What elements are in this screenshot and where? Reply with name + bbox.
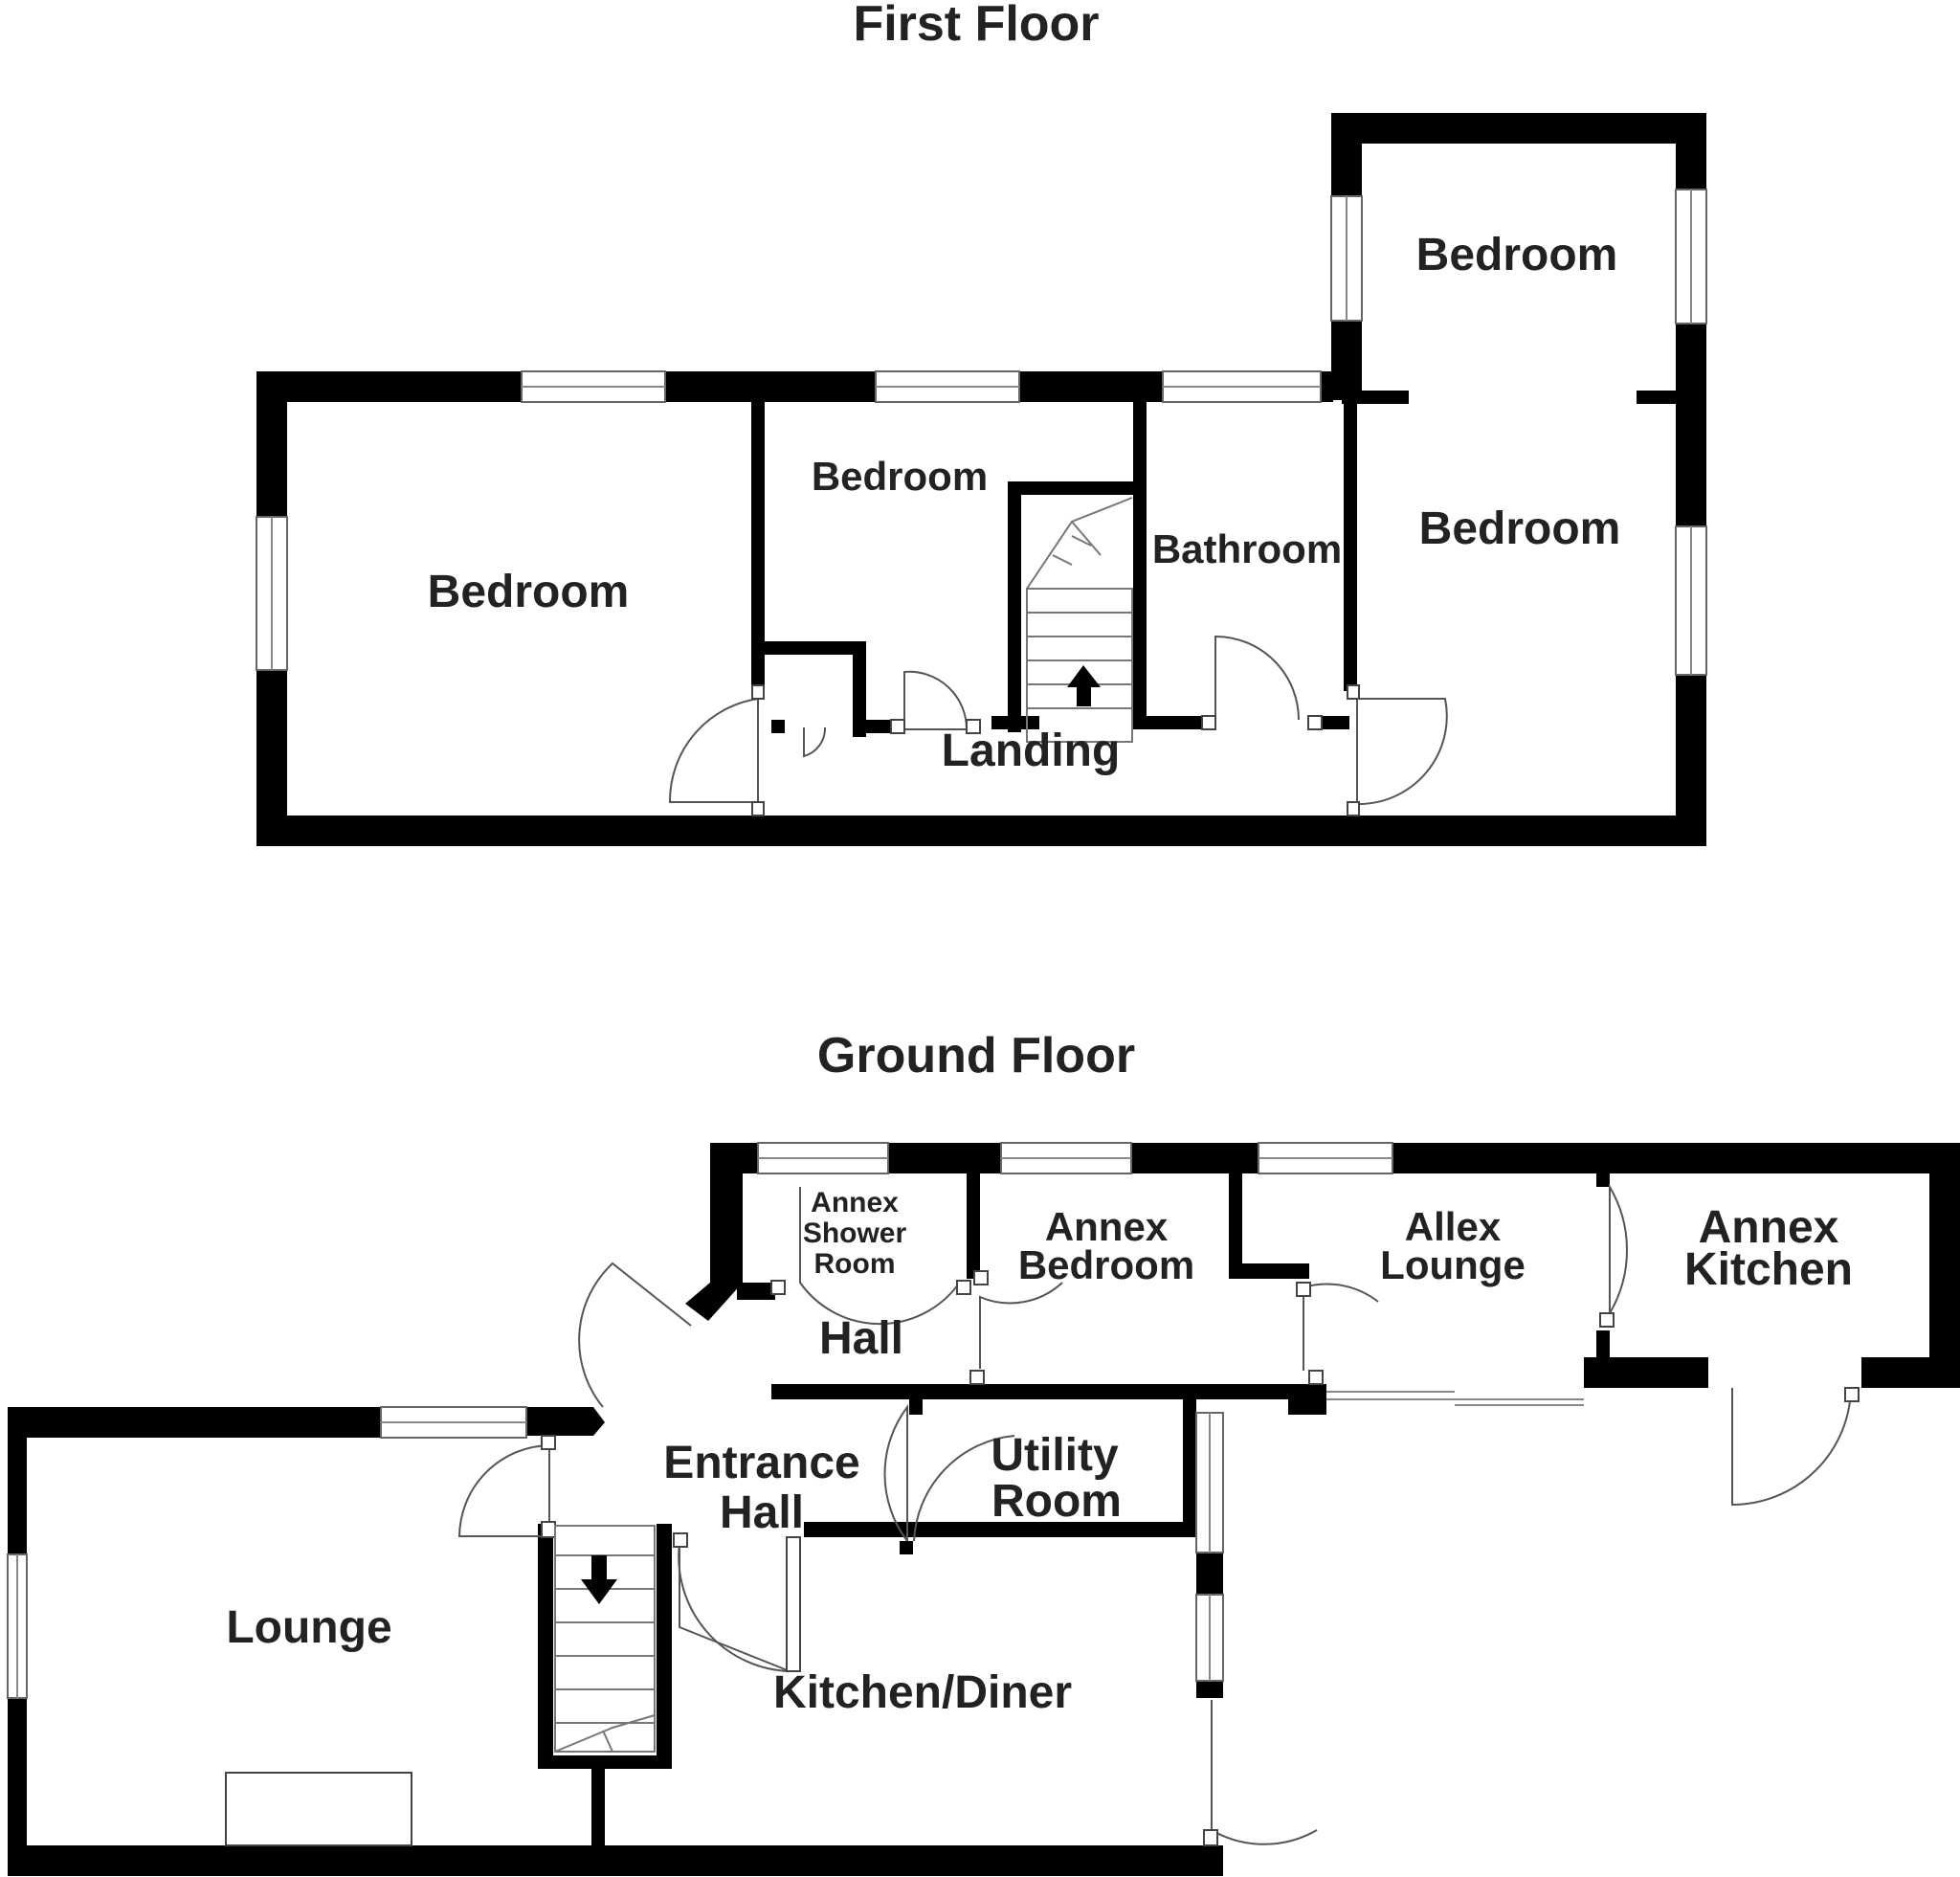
ground-floor: Ground Floor bbox=[7, 1028, 1960, 1876]
room-label-bedroom-3: Bedroom bbox=[1416, 230, 1618, 280]
first-floor-title: First Floor bbox=[853, 0, 1099, 52]
first-floor-stairs bbox=[1026, 497, 1133, 743]
room-label-bedroom-2: Bedroom bbox=[812, 454, 988, 499]
room-label-entrance-hall-line-1: Entrance bbox=[663, 1438, 859, 1488]
room-label-allex-lounge-line-2: Lounge bbox=[1380, 1242, 1526, 1287]
room-label-annex-kitchen-line-1: Annex bbox=[1699, 1202, 1839, 1253]
room-label-allex-lounge: Allex Lounge bbox=[1380, 1204, 1526, 1287]
room-label-utility-room-line-1: Utility bbox=[991, 1430, 1119, 1481]
room-label-annex-shower-room-line-3: Room bbox=[814, 1248, 896, 1280]
ground-floor-walls bbox=[8, 1143, 1960, 1876]
room-label-entrance-hall-line-2: Hall bbox=[720, 1487, 804, 1538]
room-label-lounge: Lounge bbox=[226, 1602, 391, 1653]
room-label-annex-bedroom-line-2: Bedroom bbox=[1018, 1242, 1194, 1287]
room-label-kitchen-diner: Kitchen/Diner bbox=[773, 1667, 1072, 1718]
room-label-bedroom-4: Bedroom bbox=[1419, 503, 1621, 554]
first-floor-windows bbox=[256, 189, 1707, 676]
room-label-annex-bedroom-line-1: Annex bbox=[1045, 1204, 1169, 1249]
room-label-entrance-hall: Entrance Hall bbox=[663, 1438, 859, 1538]
ground-floor-stairs bbox=[554, 1525, 656, 1753]
room-label-annex-bedroom: Annex Bedroom bbox=[1018, 1204, 1194, 1287]
room-label-annex-kitchen-line-2: Kitchen bbox=[1684, 1244, 1853, 1295]
first-floor: First Floor bbox=[256, 0, 1707, 846]
room-label-annex-shower-room: Annex Shower Room bbox=[803, 1187, 907, 1280]
room-label-bedroom-1: Bedroom bbox=[428, 567, 630, 617]
room-label-hall: Hall bbox=[819, 1313, 903, 1364]
room-label-utility-room-line-2: Room bbox=[991, 1476, 1122, 1527]
room-label-landing: Landing bbox=[942, 726, 1121, 776]
first-floor-doors bbox=[668, 635, 1448, 816]
ground-floor-doors bbox=[457, 1183, 1860, 1846]
ground-floor-title: Ground Floor bbox=[817, 1028, 1135, 1084]
stairs-down-arrow-icon bbox=[581, 1555, 617, 1604]
room-label-utility-room: Utility Room bbox=[991, 1430, 1122, 1527]
room-label-annex-shower-room-line-2: Shower bbox=[803, 1218, 907, 1249]
ground-floor-windows bbox=[7, 1142, 1584, 1846]
room-label-annex-kitchen: Annex Kitchen bbox=[1684, 1202, 1853, 1295]
room-label-allex-lounge-line-1: Allex bbox=[1405, 1204, 1502, 1249]
room-label-bathroom: Bathroom bbox=[1152, 526, 1342, 571]
room-label-annex-shower-room-line-1: Annex bbox=[811, 1187, 899, 1218]
stairs-up-arrow-icon bbox=[1067, 665, 1101, 706]
